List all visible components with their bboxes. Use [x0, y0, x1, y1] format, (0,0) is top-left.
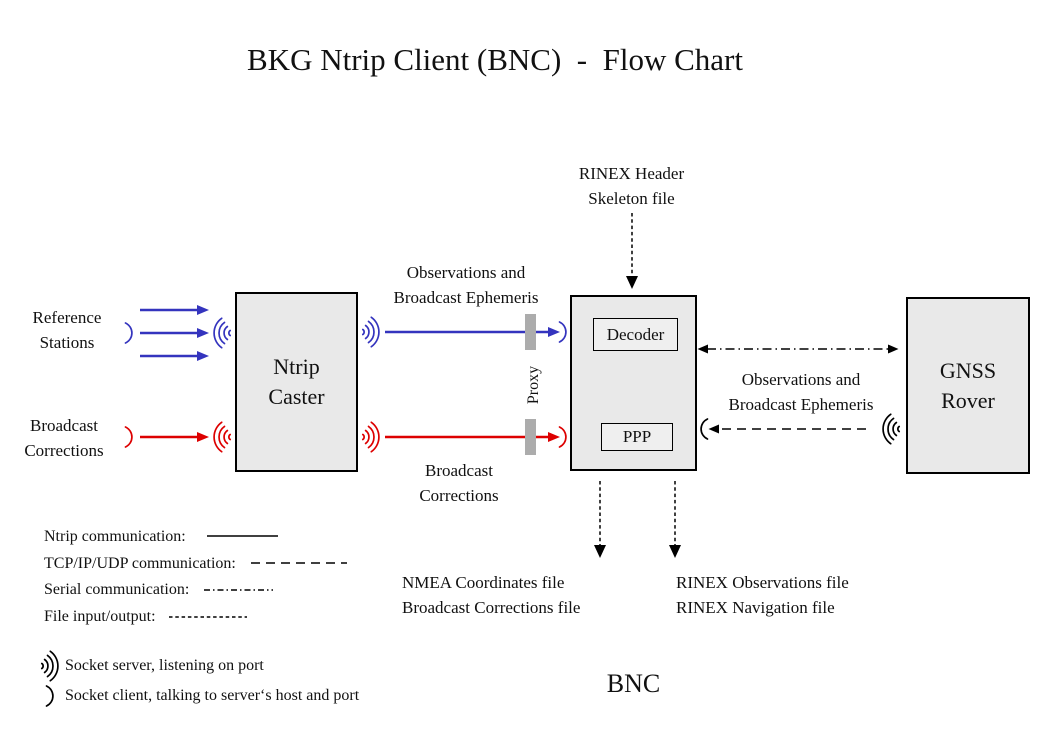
socket-client-legend-icon — [45, 685, 54, 707]
gnss-rover-label: GNSS Rover — [939, 357, 997, 413]
ntrip-caster-label: Ntrip Caster — [268, 354, 325, 409]
reference-stations-label: Reference Stations — [32, 308, 102, 352]
socket-server-icon-rover — [882, 413, 901, 445]
gnss-rover-box: GNSS Rover — [906, 297, 1030, 474]
socket-server-icon-caster-right-blue — [361, 316, 380, 348]
socket-client-icon-red-left — [124, 426, 133, 448]
decoder-label: Decoder — [606, 324, 665, 344]
socket-server-icon-caster-left-red — [213, 421, 232, 453]
page-title: BKG Ntrip Client (BNC) - Flow Chart — [247, 42, 743, 77]
legend-socket-server: Socket server, listening on port — [65, 657, 264, 674]
legend-serial-communication: Serial communication: — [44, 581, 190, 598]
ntrip-caster-box: Ntrip Caster — [235, 292, 358, 472]
socket-server-icon-caster-right-red — [361, 421, 380, 453]
proxy-bar-bottom — [525, 419, 536, 455]
legend-file-input-output: File input/output: — [44, 608, 156, 625]
socket-client-icon-red-bnc — [558, 426, 567, 448]
bnc-box: Decoder BNC PPP — [570, 295, 697, 698]
broadcast-corrections-mid-label: Broadcast Corrections — [419, 461, 499, 505]
socket-client-icon-blue-bnc — [558, 321, 567, 343]
proxy-bar-top — [525, 314, 536, 350]
nmea-output-files-label: NMEA Coordinates file Broadcast Correcti… — [402, 573, 581, 617]
rinex-output-files-label: RINEX Observations file RINEX Navigation… — [676, 573, 849, 617]
legend-ntrip-communication: Ntrip communication: — [44, 528, 186, 545]
decoder-box: Decoder — [593, 318, 678, 351]
socket-server-icon-caster-left-blue — [213, 317, 232, 349]
proxy-label: Proxy — [525, 365, 542, 405]
observations-ephemeris-mid-label: Observations and Broadcast Ephemeris — [393, 263, 539, 307]
bnc-label: BNC — [606, 669, 661, 698]
ppp-box: PPP — [601, 423, 673, 451]
socket-client-icon-bnc-right — [700, 418, 709, 440]
rinex-header-skeleton-label: RINEX Header Skeleton file — [578, 164, 685, 208]
broadcast-corrections-left-label: Broadcast Corrections — [24, 416, 104, 460]
observations-ephemeris-right-label: Observations and Broadcast Ephemeris — [728, 370, 874, 414]
socket-server-legend-icon — [40, 650, 59, 682]
ppp-label: PPP — [622, 427, 652, 446]
socket-client-icon-blue-left — [124, 322, 133, 344]
legend-tcp-ip-udp-communication: TCP/IP/UDP communication: — [44, 555, 236, 572]
legend-socket-client: Socket client, talking to server‘s host … — [65, 687, 360, 704]
